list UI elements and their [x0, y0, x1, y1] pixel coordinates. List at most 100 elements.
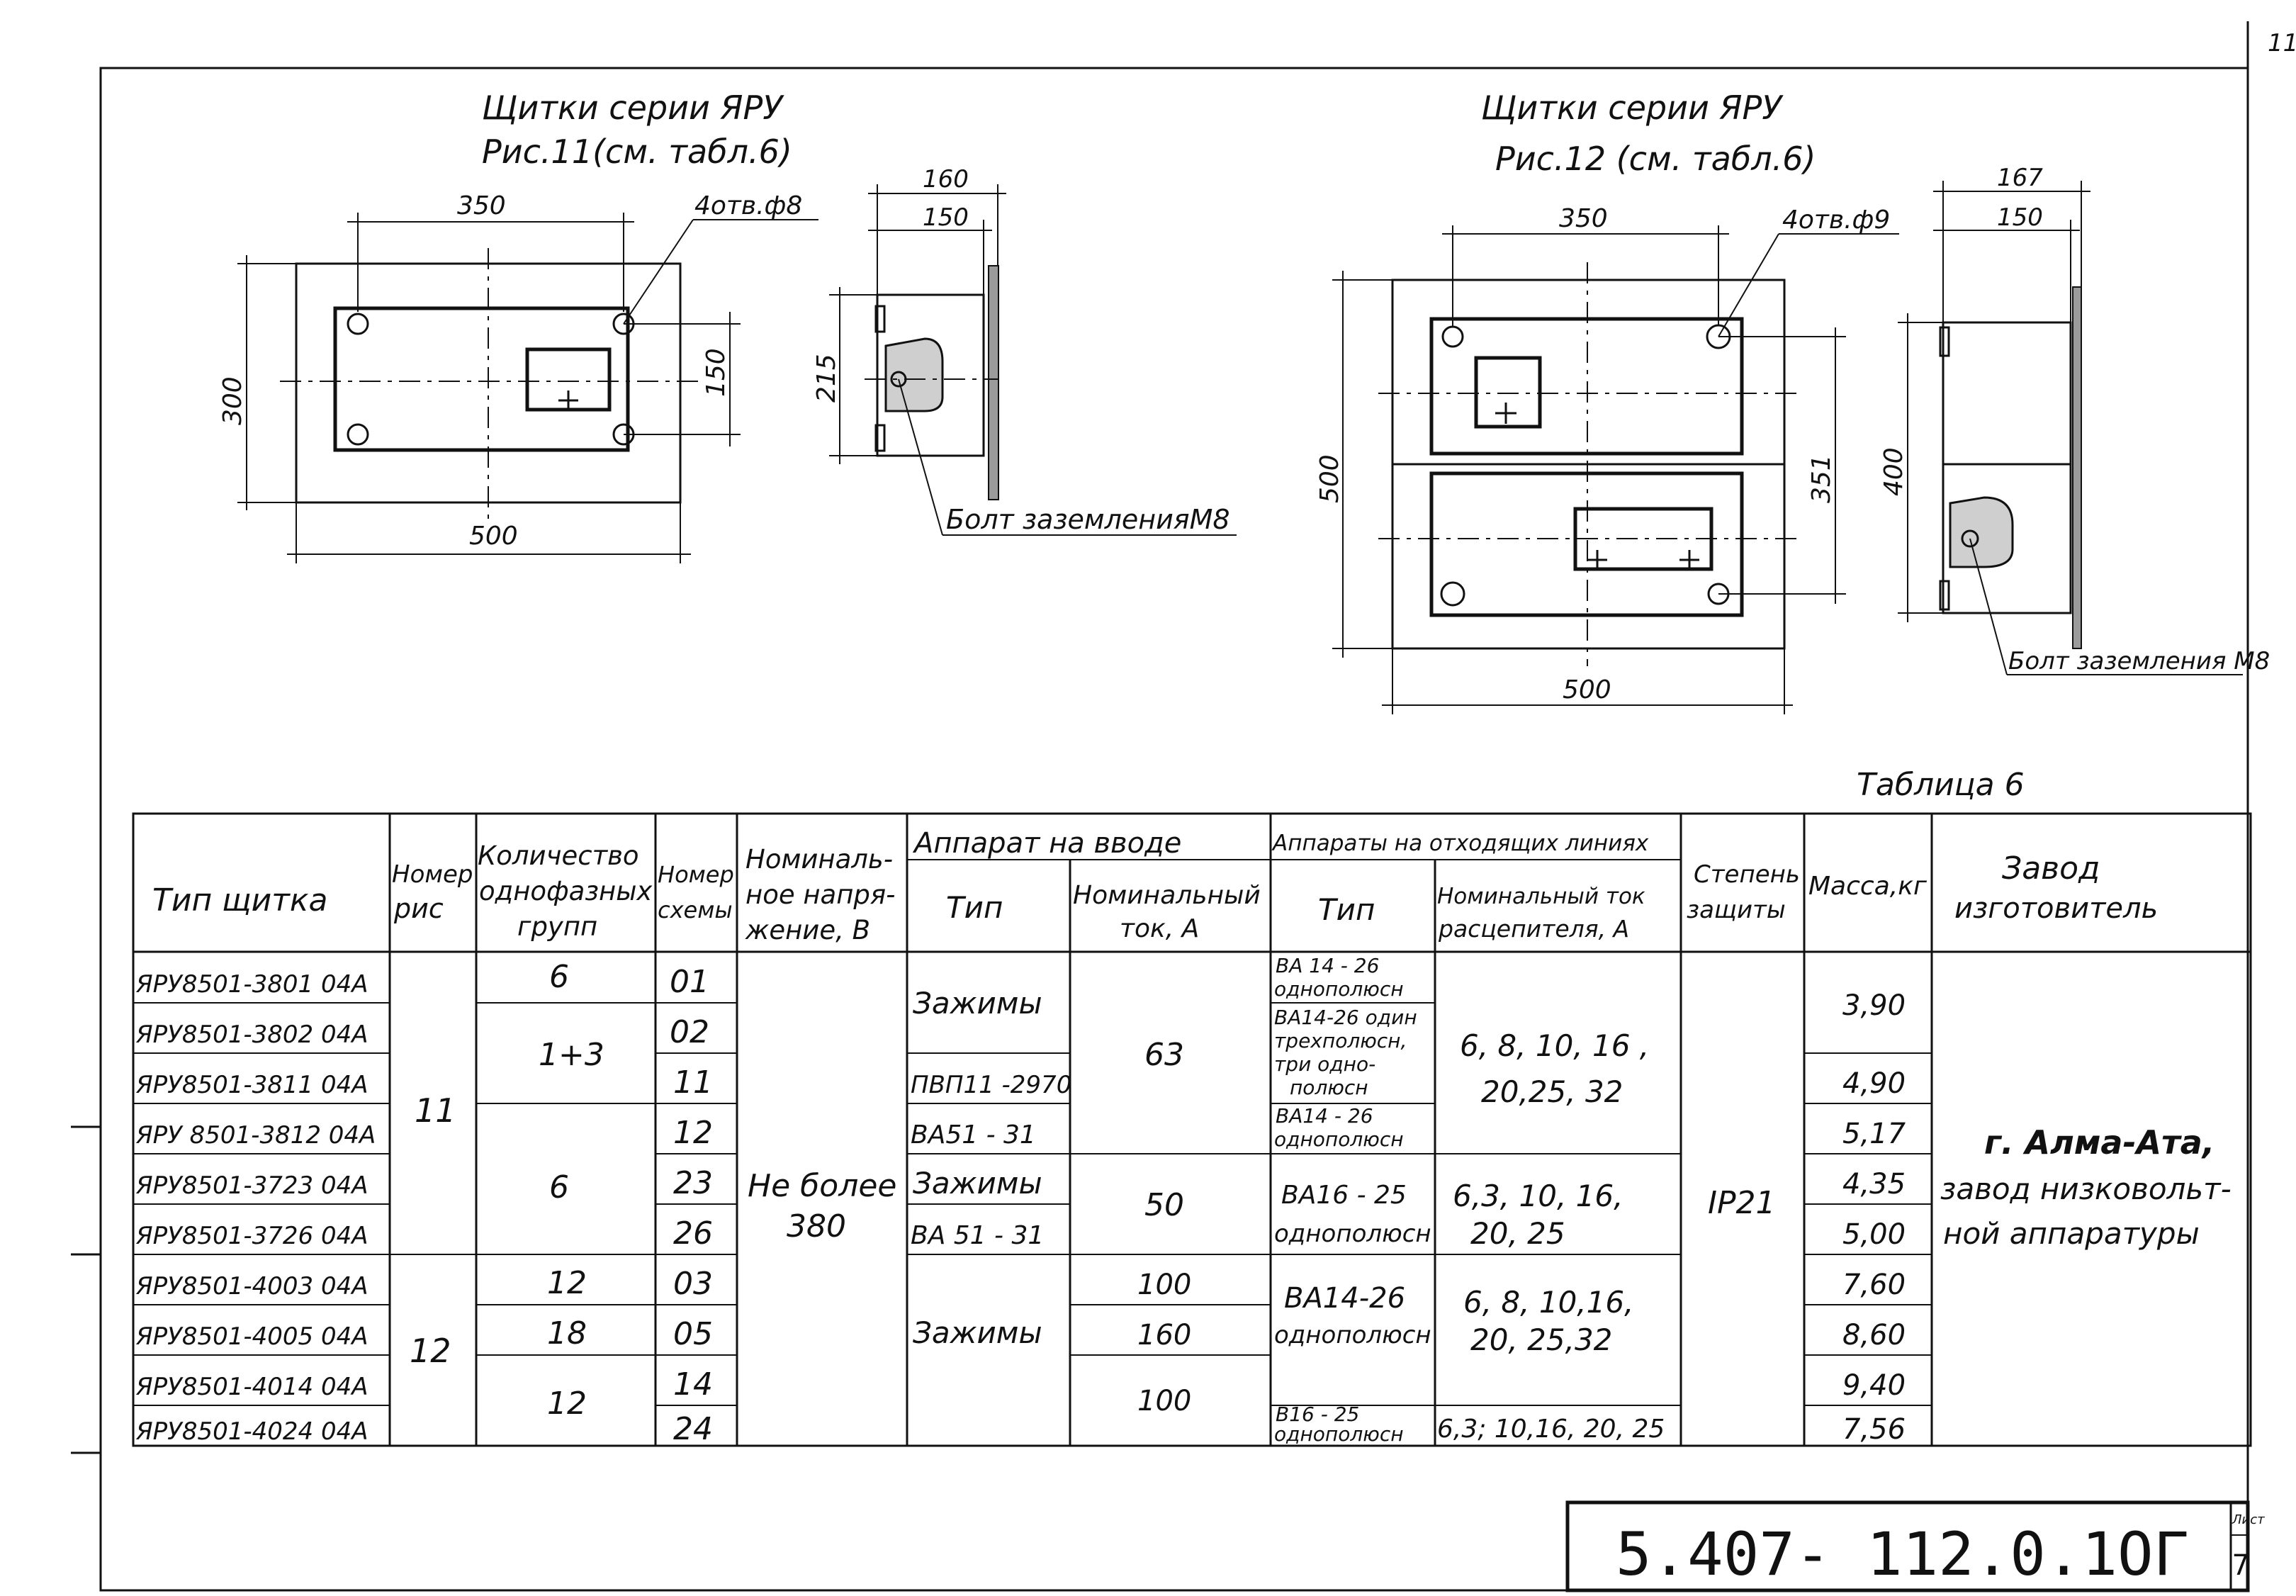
type-cell: ЯРУ8501-4014 04А [135, 1373, 368, 1401]
groups-cell: 1+3 [539, 1037, 604, 1073]
doc-number: 5.407- 112.0.1ОГ [1616, 1519, 2189, 1589]
out-type-cell: ВА16 - 25 [1281, 1181, 1407, 1210]
fig11-holes-leader [623, 219, 694, 325]
input-type-cell: Зажимы [913, 1166, 1042, 1201]
groups-cell: 12 [547, 1386, 587, 1422]
out-type-cell: однополюсн [1274, 1422, 1404, 1446]
out-current-cell: 20, 25,32 [1470, 1322, 1612, 1357]
voltage-cell-2: 380 [787, 1208, 846, 1244]
fig12-title-line1: Щитки серии ЯРУ [1481, 89, 1784, 127]
fig-cell-12: 12 [410, 1332, 451, 1370]
type-cells: ЯРУ8501-3801 04А ЯРУ8501-3802 04А ЯРУ850… [135, 970, 376, 1446]
table-6: Таблица 6 [132, 767, 2252, 1447]
input-current-cell: 50 [1144, 1187, 1184, 1223]
header-fig-no-2: рис [393, 893, 444, 924]
header-fig-no-1: Номер [392, 860, 473, 889]
out-current-cell: 20, 25 [1470, 1216, 1565, 1251]
header-protection-2: защиты [1687, 896, 1786, 924]
fig12-hole-tl [1441, 325, 1464, 348]
input-current-cell: 100 [1137, 1269, 1191, 1301]
fig12-dim-150-side: 150 [1997, 203, 2043, 232]
header-outgoing-group: Аппараты на отходящих линиях [1271, 831, 1649, 856]
mass-cell: 5,00 [1842, 1218, 1906, 1251]
type-cell: ЯРУ8501-3801 04А [135, 970, 368, 999]
mass-cells: 3,90 4,90 5,17 4,35 5,00 7,60 8,60 9,40 … [1842, 989, 1906, 1446]
scheme-cell: 05 [673, 1316, 713, 1352]
type-cell: ЯРУ 8501-3812 04А [135, 1121, 376, 1150]
out-type-cell: ВА14-26 [1284, 1282, 1405, 1315]
input-type-cell: ВА 51 - 31 [911, 1221, 1044, 1250]
fig11-title-line1: Щитки серии ЯРУ [482, 89, 784, 127]
scheme-cell: 03 [673, 1266, 713, 1302]
header-scheme-1: Номер [658, 861, 734, 888]
out-type-cell: однополюсн [1274, 1321, 1431, 1349]
fig11-side-breaker [886, 339, 942, 411]
fig11-side-bracket-top [874, 305, 886, 333]
header-groups-3: групп [517, 911, 597, 942]
groups-cell: 6 [549, 1169, 569, 1206]
fig11-dim-150-side: 150 [923, 203, 969, 232]
manufacturer-cell-3: ной аппаратуры [1943, 1216, 2200, 1251]
fig12-holes-leader [1718, 233, 1779, 337]
header-protection-1: Степень [1694, 860, 1800, 889]
out-type-cell: трехполюсн, [1274, 1029, 1407, 1052]
header-input-type: Тип [946, 890, 1003, 925]
out-type-cell: однополюсн [1274, 1220, 1431, 1248]
fig11-ground-leader [898, 378, 943, 536]
scheme-cell: 11 [673, 1064, 713, 1101]
fig11-side-plate-edge [988, 265, 999, 500]
header-input-current-2: ток, А [1120, 914, 1199, 943]
type-cell: ЯРУ8501-3726 04А [135, 1222, 368, 1250]
fig11-title-line2: Рис.11(см. табл.6) [482, 133, 792, 171]
fig11-mounting-holes [347, 313, 635, 446]
mass-cell: 7,60 [1842, 1269, 1906, 1301]
input-current-cell: 63 [1144, 1037, 1184, 1073]
scheme-cell: 24 [673, 1411, 713, 1447]
out-type-cell: ВА14-26 один [1274, 1006, 1417, 1029]
header-type: Тип щитка [152, 882, 327, 918]
fig11-dim-300: 300 [218, 376, 247, 425]
mass-cell: 9,40 [1842, 1369, 1906, 1402]
header-mass: Масса,кг [1808, 872, 1928, 901]
input-current-cell: 160 [1137, 1319, 1191, 1351]
header-scheme-2: схемы [658, 897, 733, 923]
mass-cell: 3,90 [1842, 989, 1906, 1022]
fig11-hole-bl [347, 423, 369, 446]
fig12-dim-167: 167 [1997, 164, 2043, 192]
fig12-ground-bolt-label: Болт заземления М8 [2008, 647, 2270, 675]
input-type-cell: ВА51 - 31 [911, 1120, 1036, 1150]
protection-cell: IP21 [1708, 1185, 1776, 1221]
out-current-cell: 6,3, 10, 16, [1453, 1179, 1623, 1213]
out-type-cell: однополюсн [1274, 977, 1404, 1001]
type-cell: ЯРУ8501-4005 04А [135, 1322, 368, 1351]
header-input-group: Аппарат на вводе [912, 827, 1181, 860]
out-type-cell: однополюсн [1274, 1128, 1404, 1151]
fig12-hole-bl [1440, 581, 1465, 607]
fig11-side-bracket-bot [874, 424, 886, 452]
figure-12: Щитки серии ЯРУ Рис.12 (см. табл.6) [1315, 89, 2270, 714]
header-input-current-1: Номинальный [1073, 881, 1261, 910]
scheme-row-lines [655, 1002, 737, 1406]
fig12-title-line2: Рис.12 (см. табл.6) [1495, 140, 1816, 178]
fig11-inner-panel [333, 306, 630, 452]
out-type-cell: ВА 14 - 26 [1276, 954, 1379, 977]
type-cell: ЯРУ8501-4003 04А [135, 1272, 368, 1300]
fig12-side-body [1942, 321, 2072, 614]
scheme-cell: 02 [670, 1014, 709, 1050]
fig11-holes-note: 4отв.ф8 [694, 191, 802, 220]
scheme-cell: 23 [673, 1165, 713, 1201]
header-voltage-2: ное напря- [745, 880, 896, 910]
fig12-side-bracket-top [1939, 326, 1950, 357]
sheet-label: Лист [2232, 1512, 2265, 1527]
input-type-cell: Зажимы [913, 1315, 1042, 1350]
fig11-dim-215: 215 [812, 354, 841, 403]
type-row-lines [133, 1002, 390, 1406]
fig11-hole-tl [347, 313, 369, 335]
out-current-cell: 6, 8, 10, 16 , [1460, 1028, 1649, 1063]
input-current-cell: 100 [1137, 1385, 1191, 1417]
fig12-holes-note: 4отв.ф9 [1782, 206, 1890, 235]
out-current-cell: 6,3; 10,16, 20, 25 [1437, 1415, 1665, 1444]
header-manufacturer-1: Завод [2002, 850, 2100, 887]
type-cell: ЯРУ8501-3811 04А [135, 1071, 368, 1099]
voltage-cell-1: Не более [748, 1168, 896, 1204]
